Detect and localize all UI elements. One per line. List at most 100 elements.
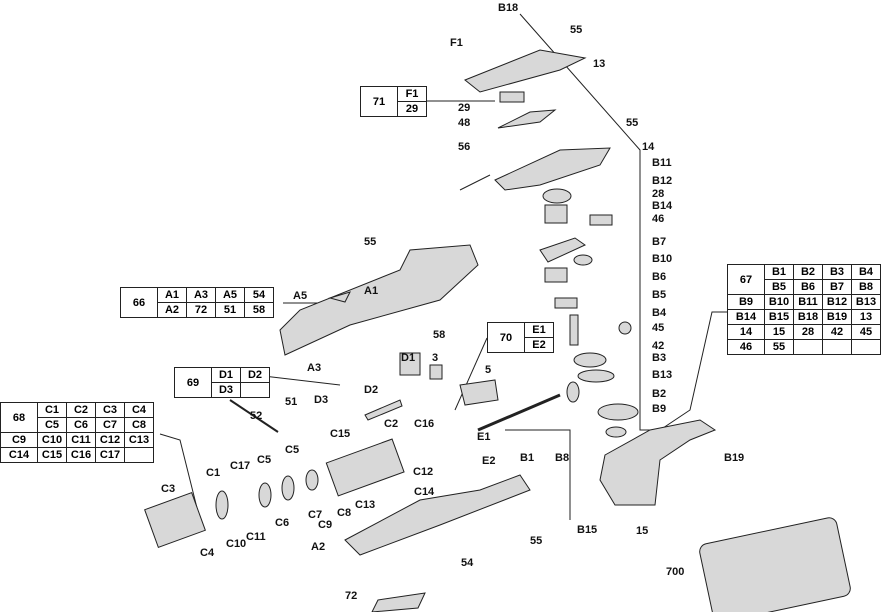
- part-d2: [364, 399, 403, 421]
- part-3: [429, 364, 443, 380]
- part-label: C5: [257, 454, 272, 466]
- kit-part-cell: C13: [124, 432, 154, 448]
- kit-part-cell: C9: [0, 432, 38, 448]
- part-label: B9: [652, 403, 667, 415]
- part-label: C12: [413, 466, 434, 478]
- kit-part-cell: 72: [186, 302, 216, 318]
- part-label: C16: [414, 418, 435, 430]
- part-label: C11: [246, 531, 266, 543]
- kit-part-cell: A2: [157, 302, 187, 318]
- kit-number: 70: [487, 322, 525, 353]
- kit-part-cell: B6: [793, 279, 823, 295]
- kit-number: 71: [360, 86, 398, 117]
- part-label: B3: [652, 352, 667, 364]
- housing-a1: [279, 244, 479, 356]
- kit-part-cell: C1: [37, 402, 67, 418]
- part-label: 700: [666, 566, 685, 578]
- kit-part-cell: 29: [397, 101, 427, 117]
- kit-part-cell: C16: [66, 447, 96, 463]
- part-label: C13: [355, 499, 376, 511]
- kit-part-cell: B11: [793, 294, 823, 310]
- part-label: B1: [520, 452, 535, 464]
- kit-part-cell: B3: [822, 264, 852, 280]
- part-28: [542, 188, 572, 204]
- kit-part-cell: C8: [124, 417, 154, 433]
- part-label: B10: [652, 253, 673, 265]
- kit-part-cell: B7: [822, 279, 852, 295]
- part-label: E1: [477, 431, 491, 443]
- kit-part-cell: B9: [727, 294, 765, 310]
- part-label: 52: [250, 410, 263, 422]
- kit-part-cell: 28: [793, 324, 823, 340]
- kit-part-cell: A3: [186, 287, 216, 303]
- label-72: [371, 592, 426, 612]
- kit-part-cell: E1: [524, 322, 554, 338]
- part-label: 55: [626, 117, 639, 129]
- part-label: C8: [337, 507, 352, 519]
- kit-part-cell: 15: [764, 324, 794, 340]
- part-d1: [399, 352, 421, 376]
- kit-part-cell: [793, 339, 823, 355]
- part-label: C7: [308, 509, 323, 521]
- kit-part-cell: C10: [37, 432, 67, 448]
- kit-part-cell: C7: [95, 417, 125, 433]
- kit-part-cell: 46: [727, 339, 765, 355]
- part-b5: [554, 297, 578, 309]
- part-label: C5: [285, 444, 300, 456]
- part-label: B6: [652, 271, 667, 283]
- kit-part-cell: D1: [211, 367, 241, 383]
- kit-part-cell: C4: [124, 402, 154, 418]
- part-48: [497, 109, 557, 129]
- kit-part-cell: C5: [37, 417, 67, 433]
- kit-row: D3: [175, 382, 270, 398]
- kit-part-cell: [851, 339, 881, 355]
- part-52: [229, 399, 279, 433]
- part-b7: [539, 237, 587, 263]
- kit-part-cell: C11: [66, 432, 96, 448]
- kit-row: E2: [488, 337, 554, 353]
- part-label: B14: [652, 200, 673, 212]
- kit-part-cell: 51: [215, 302, 245, 318]
- part-label: 51: [285, 396, 298, 408]
- part-label: C4: [200, 547, 215, 559]
- part-label: B7: [652, 236, 667, 248]
- kit-part-cell: [124, 447, 154, 463]
- kit-part-cell: B10: [764, 294, 794, 310]
- part-label: B13: [652, 369, 673, 381]
- part-label: B12: [652, 175, 673, 187]
- part-label: C14: [414, 486, 435, 498]
- part-b8: [566, 381, 580, 403]
- kit-part-cell: E2: [524, 337, 554, 353]
- part-c1: [215, 490, 229, 520]
- kit-part-cell: B14: [727, 309, 765, 325]
- part-label: C17: [230, 460, 251, 472]
- kit-part-cell: B5: [764, 279, 794, 295]
- part-label: C15: [330, 428, 351, 440]
- part-label: B11: [652, 157, 672, 169]
- kit-part-cell: B13: [851, 294, 881, 310]
- case-700: [699, 517, 851, 612]
- kit-part-cell: B2: [793, 264, 823, 280]
- kit-part-cell: B12: [822, 294, 852, 310]
- kit-number: 69: [174, 367, 212, 398]
- kit-number: 68: [0, 402, 38, 433]
- kit-row: 29: [361, 101, 427, 117]
- part-29: [499, 91, 525, 103]
- part-label: C6: [275, 517, 290, 529]
- part-label: B5: [652, 289, 667, 301]
- upper-housing-13: [464, 49, 587, 93]
- kit-part-cell: 45: [851, 324, 881, 340]
- kit-part-cell: C15: [37, 447, 67, 463]
- housing-14: [494, 147, 611, 191]
